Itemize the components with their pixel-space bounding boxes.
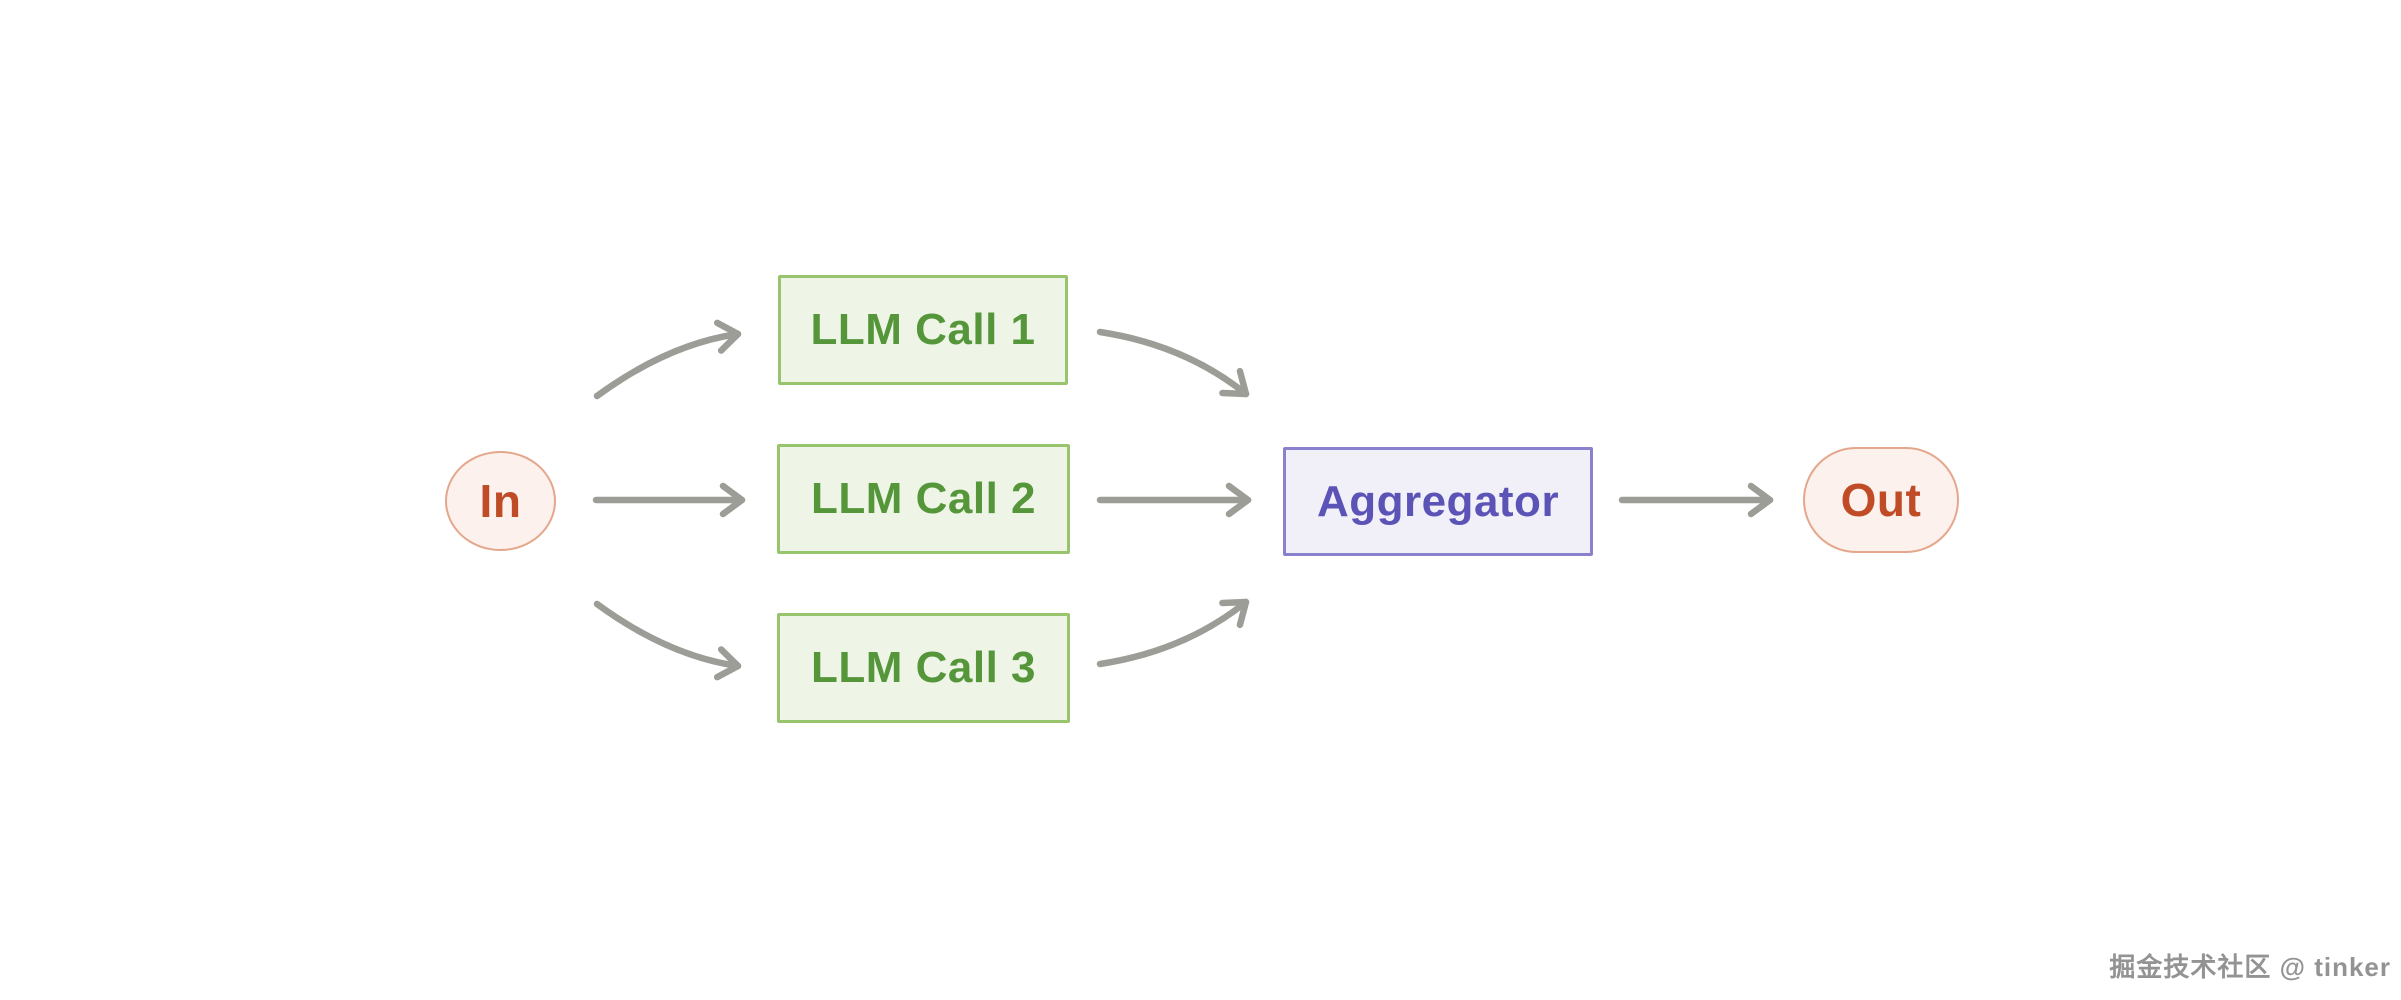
node-out: Out	[1803, 447, 1959, 553]
edge-in-to-llm-call-1	[593, 319, 742, 400]
node-in: In	[445, 451, 556, 551]
node-aggregator: Aggregator	[1283, 447, 1593, 556]
node-llm-call-2-label: LLM Call 2	[810, 474, 1037, 523]
node-out-label: Out	[1840, 474, 1922, 526]
edge-in-to-llm-call-3	[593, 600, 742, 681]
node-llm-call-2: LLM Call 2	[777, 444, 1070, 554]
node-llm-call-3-label: LLM Call 3	[810, 643, 1037, 692]
node-llm-call-1: LLM Call 1	[778, 275, 1068, 385]
node-llm-call-1-label: LLM Call 1	[810, 305, 1036, 354]
node-aggregator-label: Aggregator	[1316, 476, 1560, 526]
watermark: 掘金技术社区 @ tinker	[2109, 952, 2391, 982]
edge-llm-call-1-to-aggregator	[1096, 328, 1250, 398]
node-in-label: In	[479, 475, 522, 527]
node-llm-call-3: LLM Call 3	[777, 613, 1070, 723]
edge-llm-call-3-to-aggregator	[1096, 598, 1250, 668]
